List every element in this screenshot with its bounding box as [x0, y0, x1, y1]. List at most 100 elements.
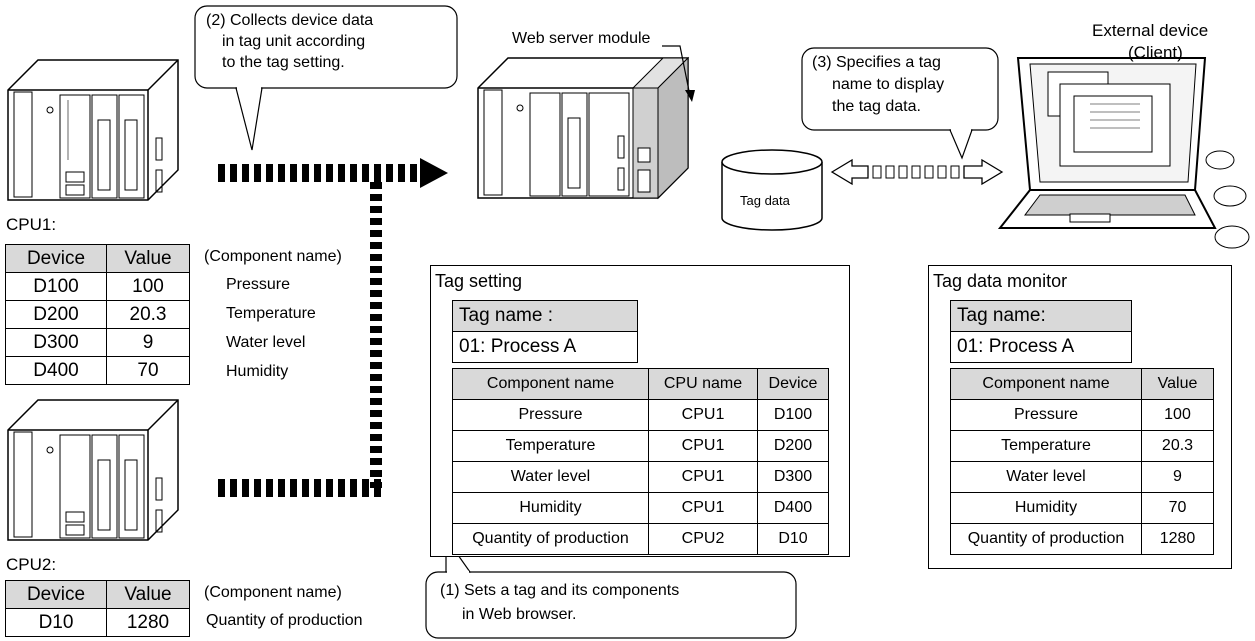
cpu1-label: CPU1:	[6, 215, 57, 234]
component-cell: Water level	[950, 461, 1142, 493]
tag-data-label: Tag data	[740, 193, 790, 208]
cpu1-component-name: Temperature	[226, 305, 316, 322]
cpu-cell: CPU1	[648, 430, 758, 462]
column-header: Device	[5, 244, 107, 273]
callout-specifies-line3: the tag data.	[832, 98, 921, 115]
web-server-module-label: Web server module	[512, 30, 651, 47]
cpu1-plc-unit	[7, 59, 179, 201]
cpu-cell: CPU2	[648, 523, 758, 555]
cpu2-component-name: Quantity of production	[206, 612, 363, 629]
cpu-cell: CPU1	[648, 492, 758, 524]
device-cell: D200	[757, 430, 829, 462]
device-cell: D300	[757, 461, 829, 493]
column-header: Value	[106, 244, 190, 273]
tag-monitor-title: Tag data monitor	[933, 271, 1068, 291]
monitor-tag-name-value: 01: Process A	[951, 332, 1131, 362]
device-cell: D100	[757, 399, 829, 431]
column-header: Value	[1141, 368, 1214, 400]
device-cell: D200	[5, 300, 107, 329]
callout-sets-line1: (1) Sets a tag and its components	[440, 582, 680, 599]
callout-collects-bubble	[194, 5, 458, 151]
tag-data-monitor-panel: Tag data monitor Tag name: 01: Process A…	[928, 265, 1232, 569]
callout-specifies-line1: (3) Specifies a tag	[812, 54, 941, 71]
client-label: (Client)	[1128, 43, 1183, 62]
value-cell: 1280	[1141, 523, 1214, 555]
value-cell: 70	[1141, 492, 1214, 524]
component-cell: Quantity of production	[950, 523, 1142, 555]
column-header: Component name	[950, 368, 1142, 400]
monitor-tag-name-label: Tag name:	[951, 301, 1131, 332]
tag-name-value: 01: Process A	[453, 332, 637, 362]
device-cell: D400	[5, 356, 107, 385]
cpu2-plc-unit	[7, 399, 179, 541]
component-cell: Humidity	[950, 492, 1142, 524]
component-cell: Pressure	[452, 399, 649, 431]
device-cell: D300	[5, 328, 107, 357]
table-header-row: Device Value	[5, 580, 190, 609]
value-cell: 1280	[106, 608, 190, 637]
component-cell: Quantity of production	[452, 523, 649, 555]
callout-collects-line1: (2) Collects device data	[206, 12, 374, 29]
value-cell: 70	[106, 356, 190, 385]
value-cell: 9	[106, 328, 190, 357]
cpu-cell: CPU1	[648, 399, 758, 431]
device-cell: D10	[5, 608, 107, 637]
callout-collects-line3: to the tag setting.	[222, 54, 345, 71]
component-cell: Water level	[452, 461, 649, 493]
cpu1-component-name: Pressure	[226, 276, 291, 293]
device-cell: D400	[757, 492, 829, 524]
column-header: CPU name	[648, 368, 758, 400]
column-header: Value	[106, 580, 190, 609]
column-header: Component name	[452, 368, 649, 400]
web-server-pointer	[662, 45, 691, 97]
cpu2-label: CPU2:	[6, 555, 57, 574]
callout-sets-bubble	[425, 536, 797, 639]
tag-data-cylinder	[721, 149, 823, 231]
value-cell: 20.3	[1141, 430, 1214, 462]
cpu1-component-name-header: (Component name)	[204, 248, 342, 265]
device-cell: D10	[757, 523, 829, 555]
cpu1-component-name: Water level	[226, 334, 306, 351]
component-cell: Temperature	[950, 430, 1142, 462]
value-cell: 100	[1141, 399, 1214, 431]
cpu-cell: CPU1	[648, 461, 758, 493]
value-cell: 100	[106, 272, 190, 301]
value-cell: 20.3	[106, 300, 190, 329]
tag-name-field: Tag name : 01: Process A	[452, 300, 638, 363]
tag-setting-panel: Tag setting Tag name : 01: Process A Com…	[430, 265, 850, 557]
column-header: Device	[5, 580, 107, 609]
web-server-module-plc	[477, 56, 690, 200]
monitor-tag-name-field: Tag name: 01: Process A	[950, 300, 1132, 363]
transfer-arrow-head	[420, 158, 448, 188]
column-header: Device	[757, 368, 829, 400]
callout-specifies-line2: name to display	[832, 76, 945, 93]
table-header-row: Device Value	[5, 244, 190, 273]
table-header-row: Component name CPU name Device	[452, 368, 829, 400]
callout-collects-line2: in tag unit according	[222, 33, 366, 50]
component-cell: Humidity	[452, 492, 649, 524]
cpu2-component-name-header: (Component name)	[204, 584, 342, 601]
bidirectional-arrow	[830, 158, 1004, 186]
callout-specifies-bubble	[801, 47, 999, 160]
cpu1-component-name: Humidity	[226, 363, 289, 380]
device-cell: D100	[5, 272, 107, 301]
